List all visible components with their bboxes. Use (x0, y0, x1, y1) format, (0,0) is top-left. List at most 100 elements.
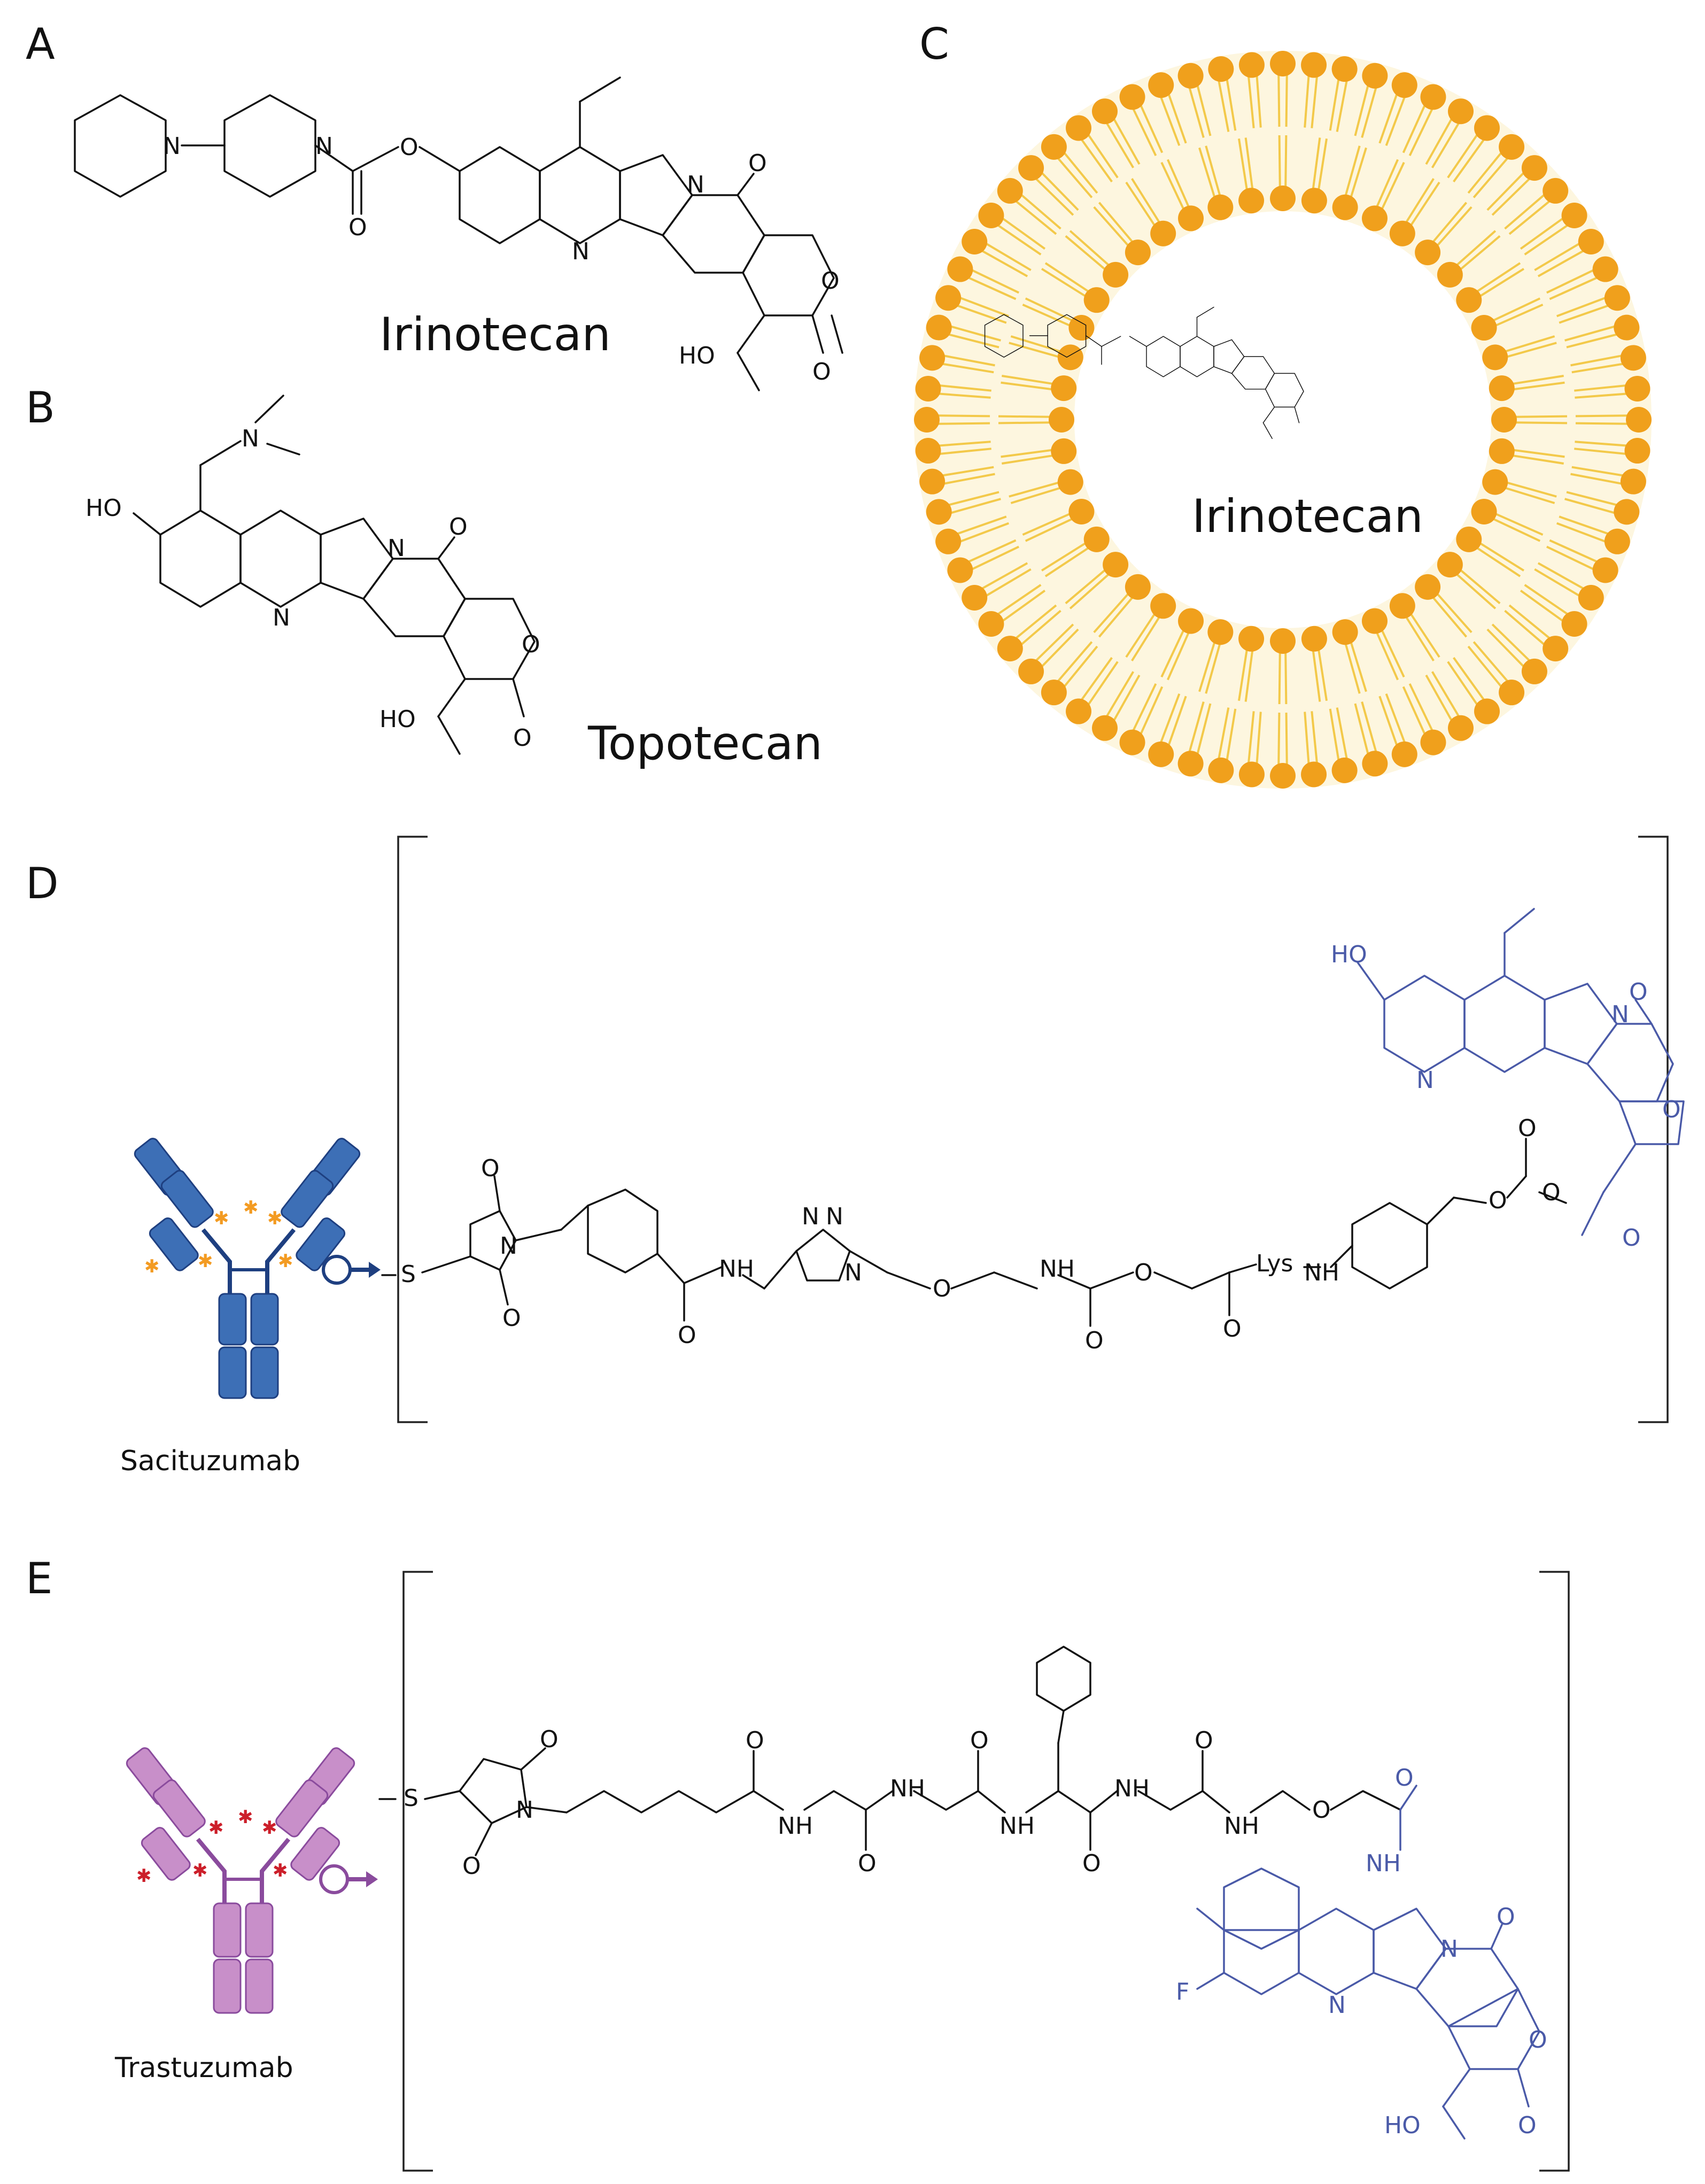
atom-o: O (821, 267, 840, 295)
irinotecan-structure: N N O O N N O O O HO Irinotecan (74, 76, 843, 391)
lipid-head (926, 314, 952, 341)
sn38-payload: HO N N O O O (1331, 908, 1685, 1252)
lipid-head (1482, 344, 1508, 371)
lipid-head (1065, 115, 1091, 141)
lipid-head (1578, 229, 1604, 254)
linker-attachment-icon (319, 1864, 349, 1894)
lipid-head (1177, 63, 1204, 89)
panel-label-e: E (26, 1554, 53, 1603)
atom-n: N (1611, 1001, 1629, 1028)
atom-n: N (687, 171, 704, 198)
atom-o: O (1629, 978, 1648, 1006)
conjugation-site-icon: ✱ (214, 1208, 229, 1229)
lipid-head (1604, 285, 1630, 311)
lipid-head (1083, 287, 1110, 313)
liposome-irinotecan-label: Irinotecan (1192, 490, 1423, 543)
atom-nh: NH (999, 1812, 1035, 1840)
linker-attachment-icon (322, 1255, 352, 1285)
lipid-head (1474, 698, 1500, 724)
lipid-head (1624, 438, 1650, 464)
lipid-head (1238, 188, 1265, 214)
lipid-head (1561, 611, 1587, 637)
liposome-bilayer: Irinotecan (914, 51, 1652, 789)
atom-ho: HO (679, 342, 715, 369)
irinotecan-label: Irinotecan (379, 308, 611, 361)
atom-o: O (1134, 1259, 1153, 1286)
lipid-head (1456, 287, 1482, 313)
lipid-head (926, 499, 952, 525)
atom-n: N (242, 425, 259, 452)
lipid-head (1420, 729, 1446, 755)
lipid-head (1620, 468, 1646, 495)
atom-nh: NH (890, 1775, 925, 1802)
lipid-head (1301, 761, 1327, 788)
lipid-head (1437, 261, 1463, 288)
lipid-head (1238, 626, 1265, 652)
atom-s: S (404, 1785, 418, 1812)
lipid-head (978, 202, 1004, 228)
atom-o: O (1489, 1187, 1507, 1214)
atom-o: O (1085, 1327, 1104, 1354)
lipid-head (1041, 680, 1067, 706)
atom-o: O (449, 513, 468, 541)
atom-o: O (400, 134, 418, 161)
lipid-head (1301, 188, 1327, 214)
atom-n: N (273, 604, 290, 631)
lipid-head (1150, 593, 1176, 619)
lipid-head (1604, 528, 1630, 554)
lipid-head (1362, 63, 1388, 89)
atom-n: N (1416, 1067, 1434, 1094)
lipid-head (1361, 608, 1388, 634)
atom-o: O (678, 1322, 696, 1349)
lipid-head (1620, 345, 1646, 371)
lipid-head (947, 557, 973, 583)
lipid-head (1456, 526, 1482, 552)
lipid-head (1041, 134, 1067, 160)
atom-nh: NH (1040, 1255, 1075, 1283)
atom-o: O (522, 631, 540, 658)
lipid-head (1592, 557, 1618, 583)
lipid-head (1057, 469, 1083, 495)
lipid-head (1415, 240, 1441, 266)
atom-o: O (513, 724, 532, 752)
lipid-head (1471, 315, 1497, 341)
lipid-head (1238, 761, 1265, 788)
atom-nh: NH (1114, 1775, 1150, 1802)
lipid-head (1489, 438, 1515, 464)
atom-ho: HO (1331, 941, 1367, 968)
atom-ho: HO (86, 495, 122, 522)
conjugation-site-icon: ✱ (243, 1197, 259, 1218)
lipid-head (1543, 636, 1569, 662)
lipid-head (1624, 375, 1650, 402)
atom-n: N (516, 1796, 533, 1824)
lipid-head (1125, 240, 1151, 266)
lipid-head (1420, 84, 1446, 110)
lipid-head (1389, 220, 1415, 246)
lipid-head (1331, 56, 1358, 82)
lipid-head (947, 256, 973, 282)
lipid-head (1057, 344, 1083, 371)
lipid-head (1068, 498, 1095, 524)
lipid-head (1448, 98, 1474, 125)
lipid-head (914, 407, 940, 433)
lipid-head (962, 229, 988, 254)
conjugation-site-icon: ✱ (198, 1251, 213, 1272)
atom-o: O (812, 358, 831, 385)
lipid-head (1270, 186, 1296, 211)
atom-n: N (387, 535, 405, 562)
lipid-head (1092, 98, 1118, 125)
conjugation-site-icon: ✱ (192, 1860, 208, 1881)
lipid-head (1499, 680, 1525, 706)
atom-o: O (746, 1727, 764, 1754)
atom-o: O (540, 1726, 559, 1753)
lipid-head (919, 345, 945, 371)
lipid-head (1148, 72, 1174, 98)
lipid-head (1391, 741, 1417, 767)
lipid-head (1150, 220, 1176, 246)
atom-o: O (1395, 1764, 1414, 1792)
conjugation-site-icon: ✱ (136, 1865, 152, 1887)
panel-label-d: D (26, 859, 59, 908)
conjugation-site-icon: ✱ (208, 1817, 224, 1839)
atom-n: N (802, 1203, 819, 1230)
conjugation-site-icon: ✱ (144, 1256, 160, 1277)
